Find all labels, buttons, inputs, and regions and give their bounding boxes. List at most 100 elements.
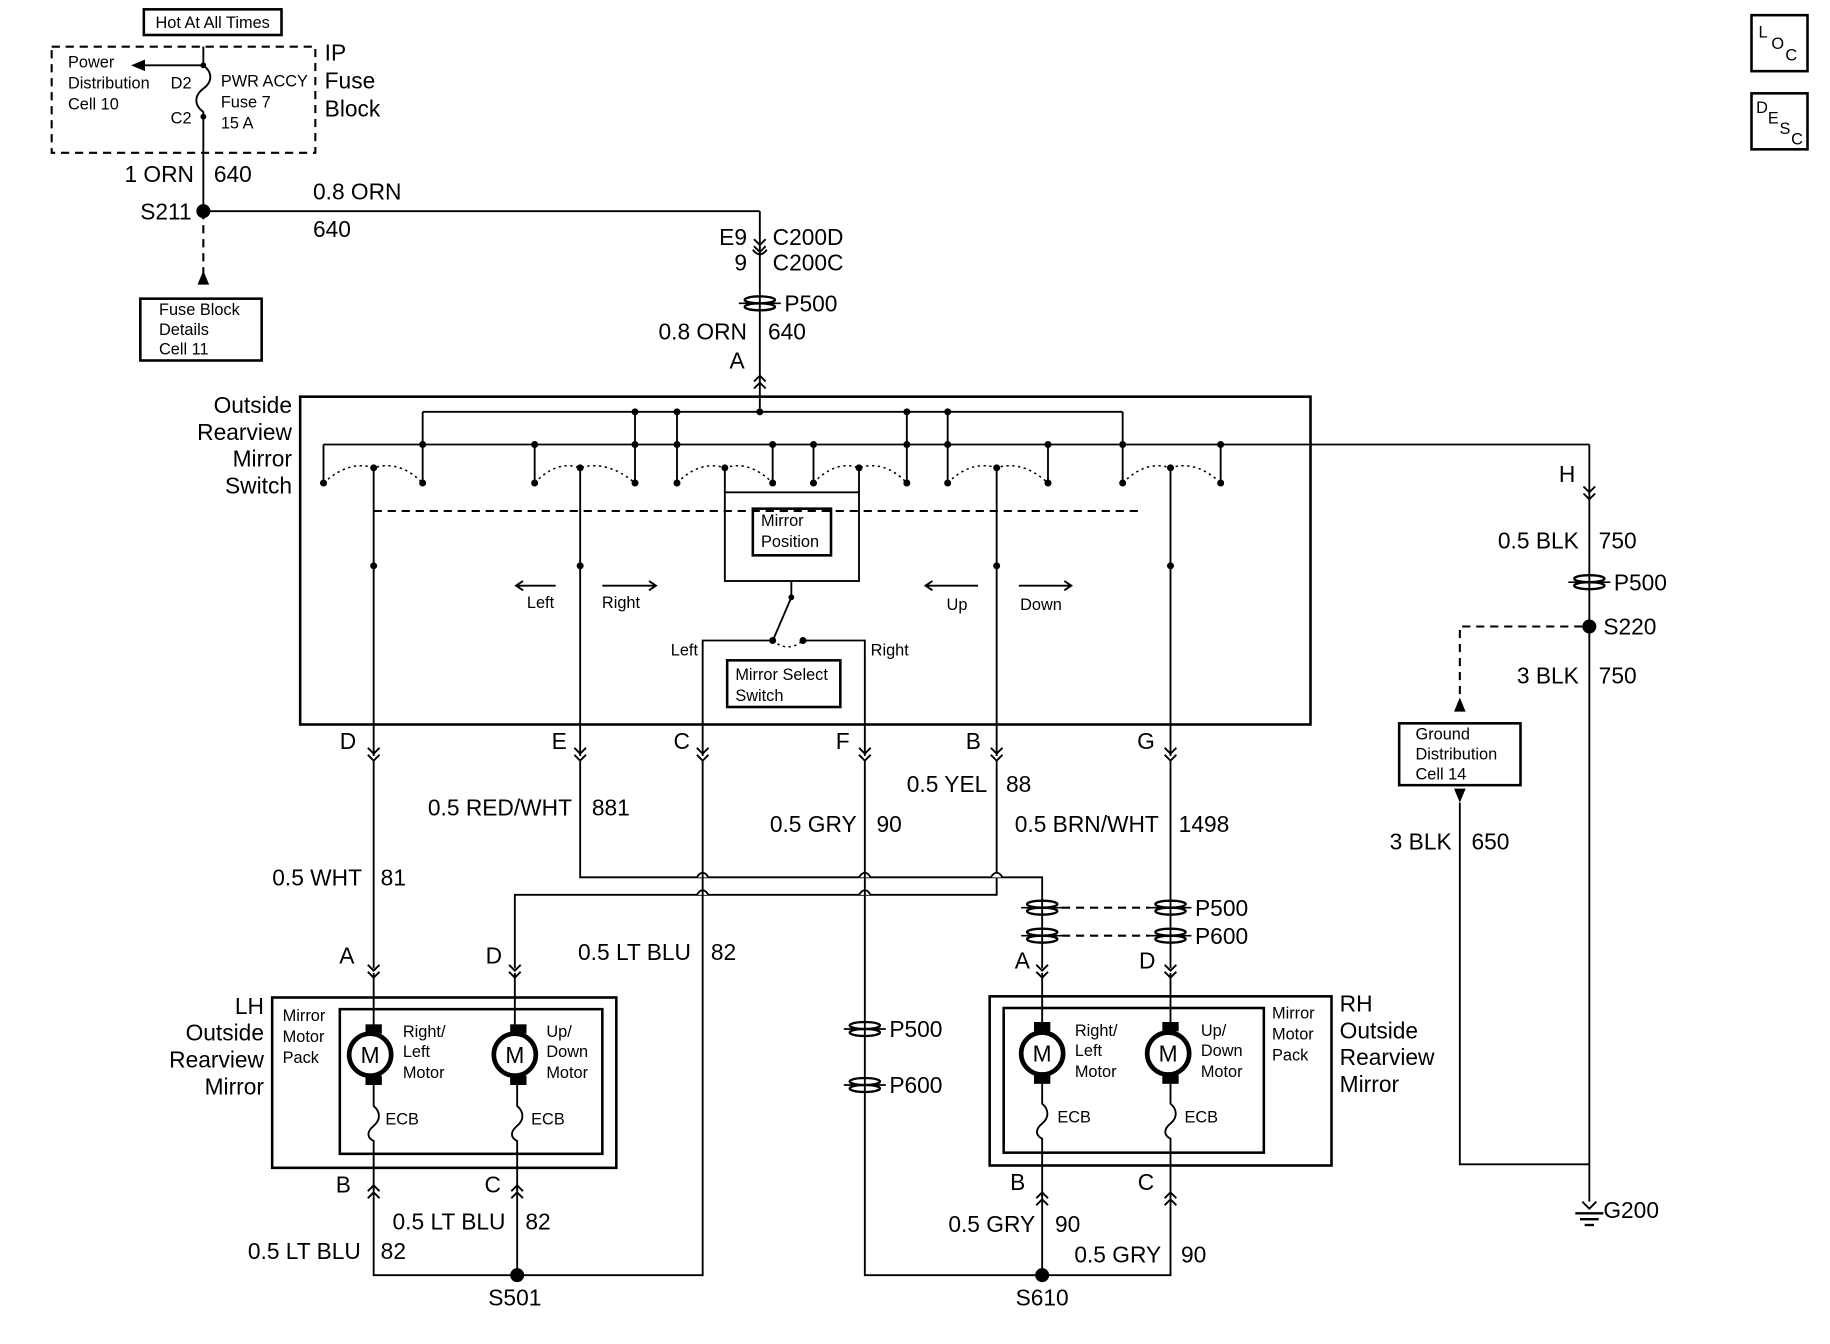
left-arrow-icon bbox=[514, 580, 556, 592]
p500-ground-label: P500 bbox=[1614, 569, 1667, 595]
ip-fuse-block-label-2: Fuse bbox=[325, 68, 376, 94]
ip-fuse-block-outline bbox=[50, 45, 317, 154]
rh-motor1-label-2: Left bbox=[1075, 1042, 1103, 1060]
s220-node bbox=[1582, 619, 1597, 634]
fuse-block-ref-arrow-icon bbox=[197, 270, 210, 285]
desc-icon[interactable]: D E S C bbox=[1750, 92, 1809, 151]
ground-distribution-box bbox=[1397, 722, 1522, 787]
feed-wire-circuit: 640 bbox=[768, 319, 806, 345]
lh-motor1-label-3: Motor bbox=[403, 1064, 445, 1082]
desc-icon-c: C bbox=[1791, 131, 1803, 149]
wire-f-circuit: 90 bbox=[877, 811, 902, 837]
s610-label: S610 bbox=[1016, 1285, 1069, 1311]
rh-motor2-m: M bbox=[1159, 1041, 1178, 1067]
right-arrow-icon bbox=[602, 580, 658, 592]
h-wire-circuit: 750 bbox=[1599, 527, 1637, 553]
lh-title-3: Rearview bbox=[169, 1047, 264, 1073]
lh-pin-b: B bbox=[336, 1171, 351, 1197]
lh-title-2: Outside bbox=[186, 1020, 264, 1046]
ground-dist-up-arrow-icon bbox=[1454, 788, 1466, 803]
rh-ecb2-icon bbox=[1164, 1083, 1177, 1197]
lh-pin-c: C bbox=[484, 1171, 500, 1197]
switch-pin-d: D bbox=[340, 728, 356, 754]
mirror-position-label-2: Position bbox=[761, 533, 819, 551]
wire-e-circuit: 881 bbox=[592, 795, 630, 821]
rh-motor2-label-3: Motor bbox=[1201, 1063, 1243, 1081]
rh-b-color: 0.5 GRY bbox=[948, 1211, 1035, 1237]
ground-dist-label-1: Ground bbox=[1416, 726, 1470, 744]
lh-motor1-icon bbox=[346, 1031, 394, 1078]
wire-g-color: 0.5 BRN/WHT bbox=[1015, 811, 1159, 837]
rh-motor1-m: M bbox=[1033, 1041, 1052, 1067]
c2-label: C2 bbox=[171, 110, 192, 128]
g-wire-circuit: 650 bbox=[1472, 828, 1510, 854]
s610-node bbox=[1035, 1268, 1050, 1283]
lh-c-circuit: 82 bbox=[525, 1209, 550, 1235]
s211-label: S211 bbox=[140, 198, 191, 224]
power-arrow-icon bbox=[131, 59, 145, 72]
desc-icon-e: E bbox=[1768, 110, 1779, 128]
rh-pin-c: C bbox=[1138, 1169, 1154, 1195]
switch-title-1: Outside bbox=[214, 392, 292, 418]
p500-feed-label: P500 bbox=[784, 291, 837, 317]
p600-gry-label: P600 bbox=[889, 1072, 942, 1098]
lh-c-color: 0.5 LT BLU bbox=[393, 1209, 506, 1235]
mirror-position-label-1: Mirror bbox=[761, 512, 804, 530]
feed-wire-color: 0.8 ORN bbox=[658, 319, 747, 345]
switch-feed: E9 C200D 9 C200C P500 0.8 ORN 640 A bbox=[658, 211, 844, 409]
ground-pin-h: H bbox=[1559, 461, 1575, 487]
loc-icon-o: O bbox=[1771, 35, 1784, 53]
lh-motor1-m: M bbox=[361, 1042, 380, 1068]
desc-icon-d: D bbox=[1756, 99, 1768, 117]
lh-motor2-label-3: Motor bbox=[546, 1064, 588, 1082]
desc-icon-s: S bbox=[1780, 120, 1791, 138]
g-wire-color: 3 BLK bbox=[1390, 828, 1452, 854]
lh-motor-pack-outline bbox=[338, 1007, 604, 1156]
switch-pin-b: B bbox=[966, 728, 981, 754]
lh-motor2-m: M bbox=[505, 1042, 524, 1068]
s501-label: S501 bbox=[488, 1285, 541, 1311]
loc-icon[interactable]: L O C bbox=[1750, 13, 1809, 73]
lh-motor2-icon bbox=[491, 1031, 539, 1078]
c200c-label: C200C bbox=[773, 250, 844, 276]
fuse-block-details-1: Fuse Block bbox=[159, 301, 241, 319]
p500-rh-label: P500 bbox=[1195, 895, 1248, 921]
rh-b-circuit: 90 bbox=[1055, 1211, 1080, 1237]
rh-pin-d: D bbox=[1139, 947, 1155, 973]
lh-motor1-label-2: Left bbox=[403, 1043, 431, 1061]
lh-pin-d: D bbox=[486, 943, 502, 969]
rh-pin-a: A bbox=[1015, 947, 1031, 973]
loc-icon-l: L bbox=[1759, 23, 1768, 41]
fuse-block-details-box bbox=[139, 297, 263, 362]
rh-c-color: 0.5 GRY bbox=[1074, 1241, 1161, 1267]
fuse-label-1: PWR ACCY bbox=[221, 72, 308, 90]
c200d-label: C200D bbox=[773, 224, 844, 250]
nine-label: 9 bbox=[734, 250, 747, 276]
wire-c-color: 0.5 LT BLU bbox=[578, 939, 691, 965]
fuse-wire-color: 1 ORN bbox=[124, 161, 194, 187]
s501-node bbox=[510, 1268, 525, 1283]
rh-ecb2-label: ECB bbox=[1185, 1108, 1219, 1126]
p600-rh-label: P600 bbox=[1195, 923, 1248, 949]
switch-title-3: Mirror bbox=[233, 446, 293, 472]
wire-b-circuit: 88 bbox=[1006, 771, 1031, 797]
lh-ecb2-label: ECB bbox=[531, 1111, 565, 1129]
rh-c-circuit: 90 bbox=[1181, 1241, 1206, 1267]
mirror-select-box bbox=[725, 659, 842, 709]
ip-fuse-block-label-3: Block bbox=[325, 96, 381, 122]
mirror-switch-outline bbox=[298, 395, 1312, 726]
mirror-select-label-1: Mirror Select bbox=[735, 666, 828, 684]
fuse-label-3: 15 A bbox=[221, 114, 254, 132]
power-distribution-label-2: Distribution bbox=[68, 75, 150, 93]
wire-g-circuit: 1498 bbox=[1179, 811, 1230, 837]
switch-pin-f: F bbox=[836, 728, 850, 754]
lh-pack-3: Pack bbox=[283, 1049, 320, 1067]
e9-label: E9 bbox=[719, 224, 747, 250]
loc-icon-c: C bbox=[1785, 47, 1797, 65]
rh-mirror: RH Outside Rearview Mirror Mirror Motor … bbox=[948, 947, 1435, 1310]
select-left-label: Left bbox=[671, 642, 699, 660]
ground-dist-label-2: Distribution bbox=[1416, 746, 1498, 764]
lh-pack-1: Mirror bbox=[283, 1007, 326, 1025]
lh-b-color: 0.5 LT BLU bbox=[248, 1238, 361, 1264]
